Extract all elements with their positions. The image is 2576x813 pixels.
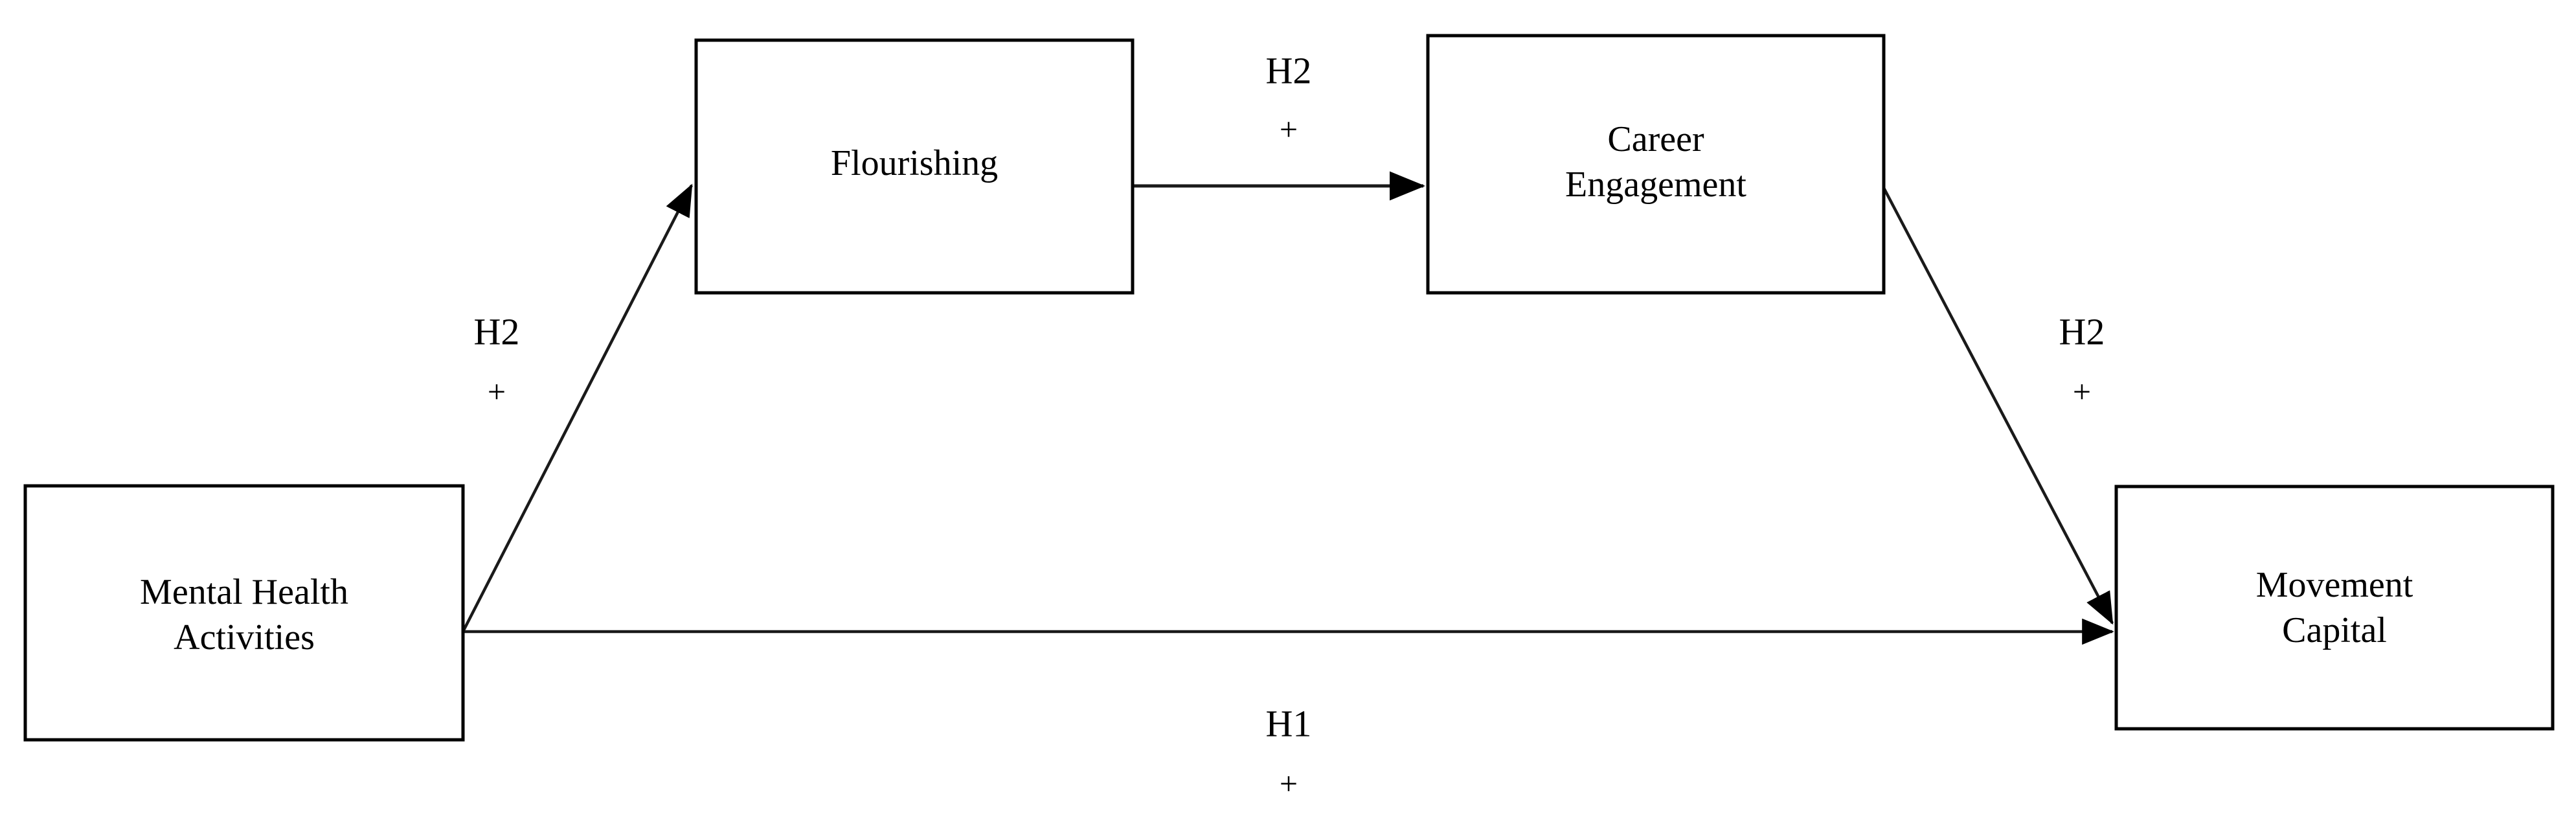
edge-career-to-movement: H2 + [1882, 187, 2114, 625]
edge-label-career-to-movement: H2 [2059, 310, 2105, 352]
node-label-career-engagement-line1: Career [1607, 119, 1704, 159]
edge-sign-mha-to-flourishing: + [488, 373, 506, 409]
edge-label-mha-to-flourishing: H2 [474, 310, 520, 352]
node-label-flourishing-line1: Flourishing [831, 143, 998, 183]
node-label-movement-capital-line1: Movement [2256, 565, 2413, 605]
node-box-mental-health-activities[interactable] [23, 484, 465, 742]
node-label-mental-health-activities-line1: Mental Health [140, 572, 348, 612]
node-label-mental-health-activities-line2: Activities [174, 617, 315, 658]
edge-mha-to-flourishing: H2 + [462, 183, 694, 632]
edge-label-flourishing-to-career: H2 [1266, 49, 1312, 91]
node-label-career-engagement-line2: Engagement [1565, 165, 1746, 205]
edge-line-mha-to-flourishing [462, 183, 694, 632]
node-box-movement-capital[interactable] [2114, 485, 2555, 731]
edge-line-career-to-movement [1882, 187, 2114, 625]
edge-label-mha-to-movement: H1 [1266, 702, 1312, 744]
node-box-career-engagement[interactable] [1426, 34, 1886, 295]
node-movement-capital[interactable]: Movement Capital [2114, 485, 2555, 731]
edge-sign-mha-to-movement: + [1280, 765, 1298, 801]
edge-sign-career-to-movement: + [2073, 373, 2091, 409]
node-flourishing[interactable]: Flourishing [694, 38, 1135, 295]
node-mental-health-activities[interactable]: Mental Health Activities [23, 484, 465, 742]
node-box-flourishing[interactable] [694, 38, 1135, 295]
edge-flourishing-to-career: H2 + [1133, 49, 1426, 201]
edge-sign-flourishing-to-career: + [1280, 111, 1298, 147]
node-label-movement-capital-line2: Capital [2282, 610, 2387, 650]
node-career-engagement[interactable]: Career Engagement [1426, 34, 1886, 295]
edge-mha-to-movement: H1 + [464, 618, 2114, 801]
